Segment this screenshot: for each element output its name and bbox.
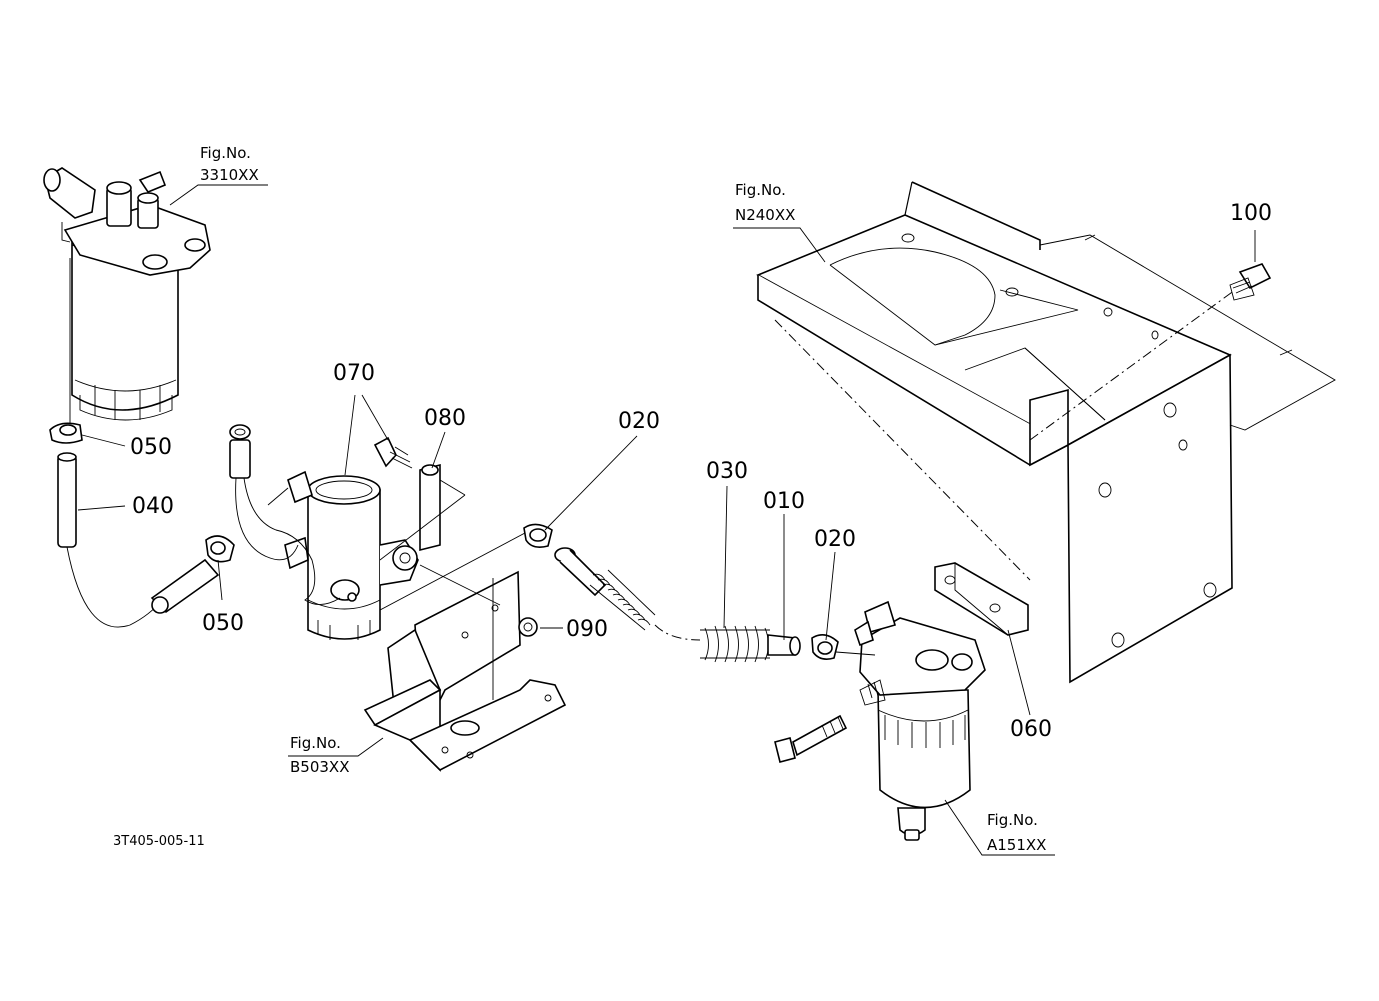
clamp-020-left xyxy=(523,523,553,548)
fig-a151-number: A151XX xyxy=(987,836,1046,854)
label-040: 040 xyxy=(132,494,174,519)
label-050-upper: 050 xyxy=(130,435,172,460)
bolt-100 xyxy=(1229,263,1272,301)
bolt-070 xyxy=(373,436,413,469)
nut-090 xyxy=(518,617,538,637)
label-020-left: 020 xyxy=(618,409,660,434)
fig-n240-caption: Fig.No. xyxy=(735,181,786,199)
hose-spring-left xyxy=(554,547,656,631)
frame-n240 xyxy=(756,181,1336,684)
plate-060 xyxy=(934,562,1029,636)
bolt-a151 xyxy=(774,714,848,763)
drawing-code: 3T405-005-11 xyxy=(113,834,205,849)
clamp-020-right xyxy=(811,634,839,660)
label-080: 080 xyxy=(424,406,466,431)
label-060: 060 xyxy=(1010,717,1052,742)
hose-010 xyxy=(767,634,801,656)
label-020-right: 020 xyxy=(814,527,856,552)
hose-050-lower xyxy=(150,558,220,614)
clamp-080 xyxy=(419,463,441,552)
hose-040 xyxy=(57,452,77,548)
hose-clamp-050-upper xyxy=(49,422,83,444)
label-100: 100 xyxy=(1230,201,1272,226)
label-010: 010 xyxy=(763,489,805,514)
label-070: 070 xyxy=(333,361,375,386)
fig-n240-number: N240XX xyxy=(735,206,795,224)
fuel-pump xyxy=(267,470,419,640)
fig-3310-number: 3310XX xyxy=(200,166,259,184)
label-050-lower: 050 xyxy=(202,611,244,636)
bracket-b503 xyxy=(363,570,567,772)
fig-b503-number: B503XX xyxy=(290,758,349,776)
fig-b503-caption: Fig.No. xyxy=(290,734,341,752)
label-090: 090 xyxy=(566,617,608,642)
fig-a151-caption: Fig.No. xyxy=(987,811,1038,829)
label-030: 030 xyxy=(706,459,748,484)
fig-3310-caption: Fig.No. xyxy=(200,144,251,162)
electric-connector xyxy=(229,424,341,605)
hose-clamp-050-lower xyxy=(205,535,235,563)
leader-lines xyxy=(77,184,1256,856)
water-separator-a151 xyxy=(854,600,986,841)
spring-030 xyxy=(700,625,770,663)
fuel-filter-top-left xyxy=(43,167,211,421)
